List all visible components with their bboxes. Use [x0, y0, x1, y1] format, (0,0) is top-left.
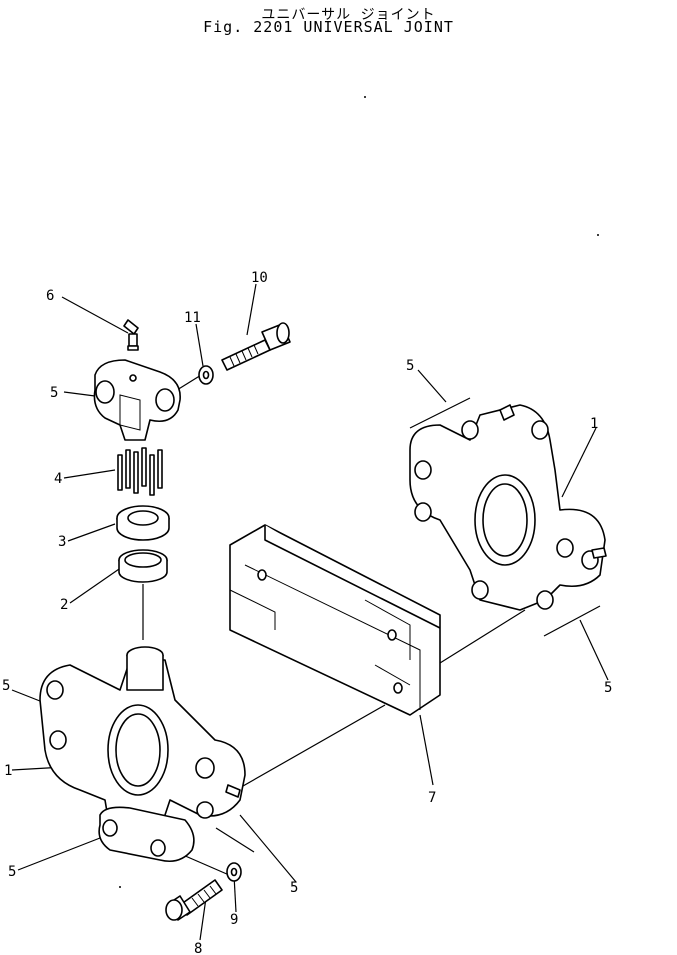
grease-fitting-part-6	[123, 319, 139, 351]
callout-5-top: 5	[50, 385, 58, 401]
bolt-part-8	[165, 879, 223, 921]
scan-specks	[119, 96, 599, 888]
callout-3: 3	[58, 534, 66, 550]
callout-8: 8	[194, 941, 202, 955]
callout-9: 9	[230, 912, 238, 928]
title-japanese: ユニバーサル ジョイント	[261, 7, 436, 23]
callout-labels: 10 11 6 5 4 3 2 5 1 5 5 8 9 7 5 1 5	[2, 270, 612, 955]
bearing-cap-part-5-bottom	[98, 806, 195, 863]
callout-11: 11	[184, 310, 201, 326]
bolt-part-10	[221, 322, 291, 371]
bearing-cap-part-5-top	[93, 359, 181, 441]
callout-5-right-top: 5	[406, 358, 414, 374]
washer-part-11	[198, 365, 214, 385]
yoke-part-1-right	[409, 404, 607, 611]
leader-lines	[11, 283, 609, 941]
figure-title: Fig. 2201 UNIVERSAL JOINT	[203, 18, 454, 36]
callout-10: 10	[251, 270, 268, 286]
callout-7: 7	[428, 790, 436, 806]
washer-part-9	[226, 862, 242, 882]
needle-rollers-part-4	[117, 447, 163, 496]
callout-5-lower: 5	[290, 880, 298, 896]
seal-ring-part-2	[118, 549, 168, 583]
callout-1-right: 1	[590, 416, 598, 432]
callout-5-bottom: 5	[8, 864, 16, 880]
spacer-block-part-7	[229, 524, 441, 716]
bearing-part-3	[116, 505, 170, 541]
callout-5-right-bottom: 5	[604, 680, 612, 696]
callout-2: 2	[60, 597, 68, 613]
callout-4: 4	[54, 471, 62, 487]
callout-6: 6	[46, 288, 54, 304]
yoke-part-1-left	[39, 646, 246, 831]
callout-1-left: 1	[4, 763, 12, 779]
callout-5-left: 5	[2, 678, 10, 694]
